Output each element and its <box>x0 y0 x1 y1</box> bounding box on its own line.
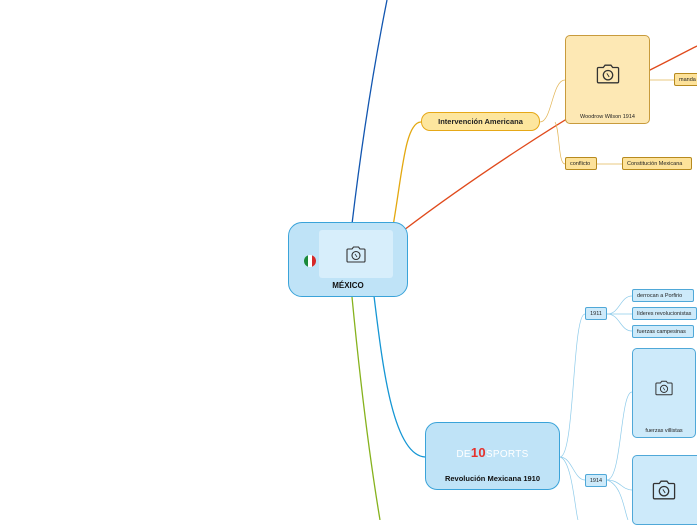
item-label: fuerzas campesinas <box>637 328 686 335</box>
camera-icon <box>346 245 366 263</box>
tag-constitucion-label: Constitución Mexicana <box>627 160 683 167</box>
link-to-1914 <box>559 456 586 481</box>
item-label: líderes revolucionistas <box>637 310 692 317</box>
branch-red <box>403 45 697 231</box>
branch-green <box>351 296 381 520</box>
tag-constitucion-mexicana[interactable]: Constitución Mexicana <box>622 157 692 170</box>
item-derrocan-a-porfirio[interactable]: derrocan a Porfirio <box>632 289 694 302</box>
topic-revolucion-mexicana[interactable]: DE10SPORTS Revolución Mexicana 1910 <box>425 422 560 490</box>
tag-manda[interactable]: manda <box>674 73 697 86</box>
topic-intervencion-label: Intervención Americana <box>438 117 523 126</box>
topic-revolucion-label: Revolución Mexicana 1910 <box>444 474 541 483</box>
branch-intervencion <box>392 121 422 227</box>
year-1914[interactable]: 1914 <box>585 474 607 487</box>
link-to-conflicto <box>554 121 566 165</box>
branch-blue <box>351 0 388 225</box>
photo-caption-villistas: fuerzas villistas <box>645 428 683 434</box>
root-photo <box>319 230 393 278</box>
photo-card-1914-second[interactable] <box>632 455 697 525</box>
link-revolucion-down <box>559 456 579 520</box>
camera-icon <box>596 64 619 84</box>
item-label: derrocan a Porfirio <box>637 292 683 299</box>
topic-intervencion-americana[interactable]: Intervención Americana <box>421 112 540 131</box>
mexico-flag-icon <box>304 255 316 267</box>
photo-caption-wilson: Woodrow Wilson 1914 <box>580 114 635 120</box>
year-1911-label: 1911 <box>590 310 602 317</box>
link-1914-photo-2 <box>606 479 633 491</box>
year-1911[interactable]: 1911 <box>585 307 607 320</box>
item-fuerzas-campesinas[interactable]: fuerzas campesinas <box>632 325 694 338</box>
camera-icon <box>652 480 676 500</box>
tag-manda-label: manda <box>679 76 696 83</box>
photo-card-fuerzas-villistas[interactable]: fuerzas villistas <box>632 348 696 438</box>
root-node-mexico[interactable]: MÉXICO <box>288 222 408 297</box>
tag-conflicto[interactable]: conflicto <box>565 157 597 170</box>
link-to-photo-wilson <box>539 79 566 123</box>
item-lideres-revolucionistas[interactable]: líderes revolucionistas <box>632 307 697 320</box>
branch-revolucion <box>373 295 426 458</box>
year-1914-label: 1914 <box>589 477 603 484</box>
link-1914-photo-villistas <box>606 391 633 481</box>
camera-icon <box>655 380 673 396</box>
link-1911-item-1 <box>606 295 633 315</box>
tag-conflicto-label: conflicto <box>570 160 591 167</box>
de10sports-logo: DE10SPORTS <box>456 445 529 460</box>
link-1914-down <box>606 479 629 520</box>
link-to-1911 <box>559 313 586 458</box>
photo-card-woodrow-wilson[interactable]: Woodrow Wilson 1914 <box>565 35 650 124</box>
root-title: MÉXICO <box>332 281 364 290</box>
link-1911-item-3 <box>606 313 633 332</box>
